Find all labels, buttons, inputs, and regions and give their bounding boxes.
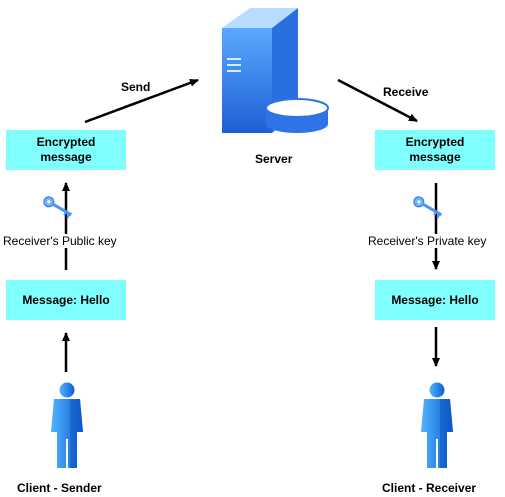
send-arrow xyxy=(84,78,199,124)
server-label: Server xyxy=(255,152,293,166)
left-message-box: Message: Hello xyxy=(6,280,126,320)
receive-label: Receive xyxy=(383,85,429,99)
receive-arrow xyxy=(337,78,418,123)
receiver-user-icon xyxy=(421,382,453,468)
right-encrypted-label: Encrypted message xyxy=(405,135,465,164)
left-encrypted-message-box: Encrypted message xyxy=(6,130,126,170)
right-message-box: Message: Hello xyxy=(375,280,495,320)
server-icon xyxy=(222,8,329,133)
public-key-icon xyxy=(43,196,73,219)
arrows xyxy=(62,78,440,372)
private-key-icon xyxy=(413,196,443,219)
left-encrypted-label: Encrypted message xyxy=(36,135,96,164)
receiver-label: Client - Receiver xyxy=(382,481,477,495)
right-message-label: Message: Hello xyxy=(391,292,479,307)
public-key-label: Receiver's Public key xyxy=(2,234,118,248)
send-label: Send xyxy=(121,80,151,94)
private-key-label: Receiver's Private key xyxy=(367,234,488,248)
left-message-label: Message: Hello xyxy=(22,292,110,307)
sender-label: Client - Sender xyxy=(17,481,102,495)
right-encrypted-message-box: Encrypted message xyxy=(375,130,495,170)
sender-user-icon xyxy=(51,382,83,468)
